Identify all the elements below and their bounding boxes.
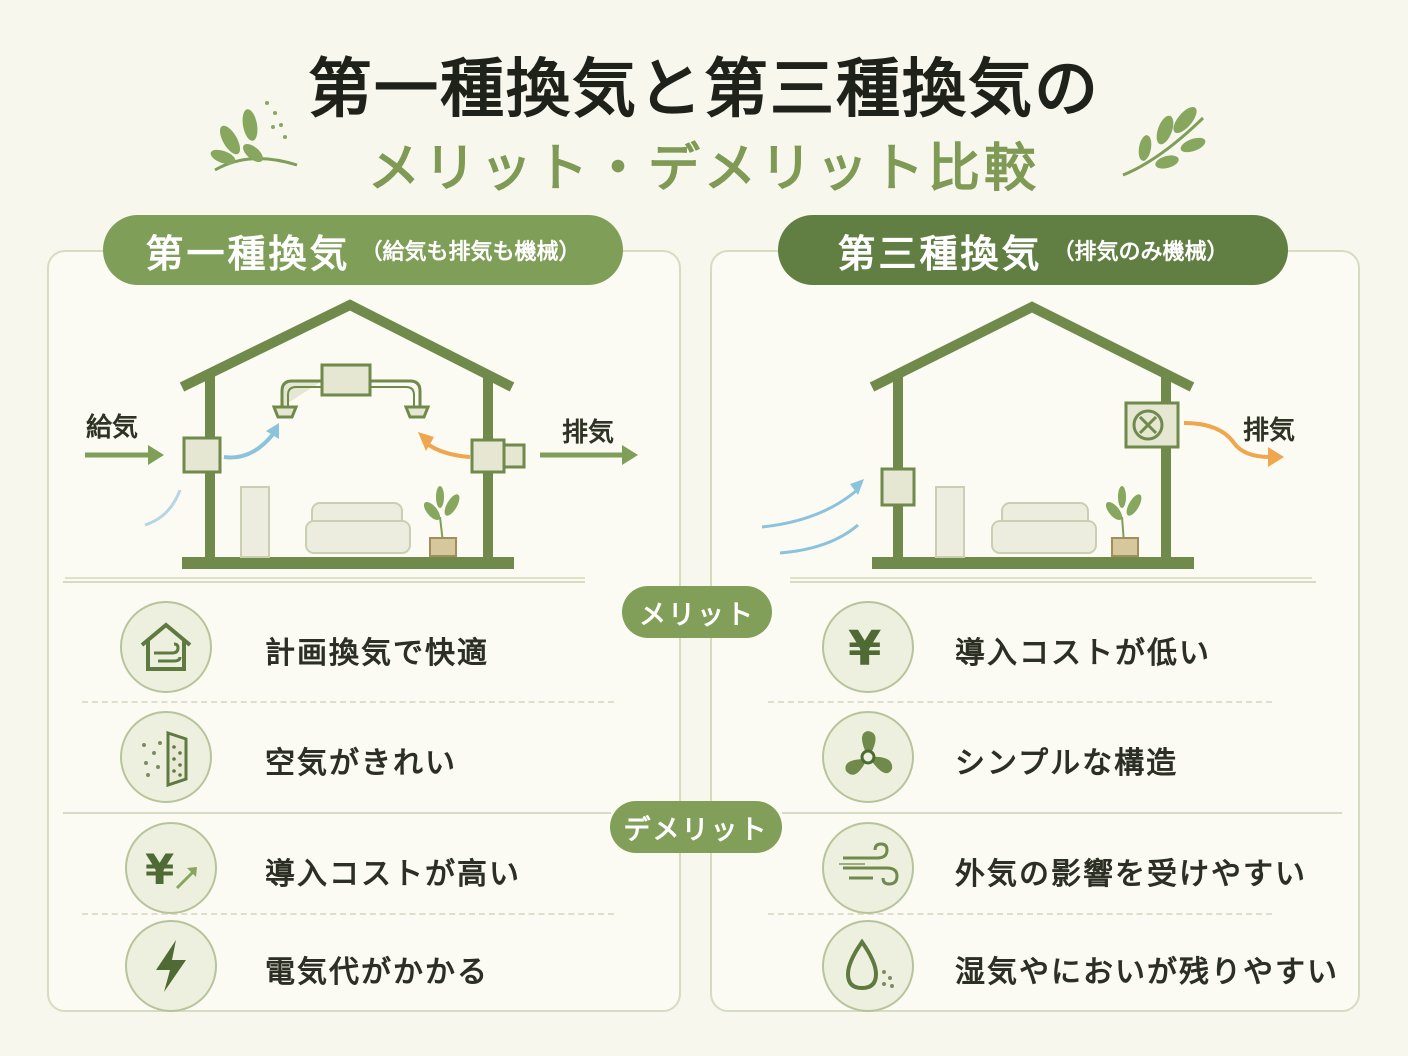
type3-demerit-2-text: 湿気やにおいが残りやすい — [955, 955, 1339, 990]
house-airflow-icon — [120, 601, 212, 693]
type1-exhaust-label: 排気 — [562, 418, 615, 448]
type1-demerit-1-text: 導入コストが高い — [265, 857, 521, 892]
page-subtitle: メリット・デメリット比較 — [367, 139, 1040, 199]
demerit-section-label: デメリット — [610, 801, 782, 853]
type1-merit-2-text: 空気がきれい — [265, 746, 457, 781]
page-title: 第一種換気と第三種換気の — [308, 53, 1100, 127]
type3-house-diagram — [761, 301, 1312, 579]
air-filter-icon — [120, 711, 212, 803]
type1-heading: 第一種換気 — [145, 231, 351, 276]
type3-exhaust-label: 排気 — [1243, 416, 1296, 446]
type3-panel — [710, 250, 1360, 1012]
fan-icon — [822, 711, 914, 803]
right-leaf-sprig-icon — [1122, 106, 1206, 177]
type3-heading-pill: 第三種換気 （排気のみ機械） — [778, 215, 1288, 285]
type3-merit-2-text: シンプルな構造 — [955, 746, 1179, 781]
svg-text:¥: ¥ — [848, 621, 881, 677]
type3-demerit-1-text: 外気の影響を受けやすい — [955, 857, 1307, 892]
type3-subheading: （排気のみ機械） — [1052, 240, 1229, 265]
lightning-bolt-icon — [125, 920, 217, 1012]
merit-section-label: メリット — [622, 586, 772, 638]
type1-house-diagram — [65, 299, 638, 579]
svg-text:¥: ¥ — [145, 845, 174, 894]
wind-icon — [822, 822, 914, 914]
water-drop-icon — [822, 920, 914, 1012]
type1-subheading: （給気も排気も機械） — [360, 240, 581, 265]
type1-heading-pill: 第一種換気 （給気も排気も機械） — [103, 215, 623, 285]
left-leaf-sprig-icon — [210, 101, 298, 172]
type3-heading: 第三種換気 — [837, 231, 1043, 276]
type3-merit-1-text: 導入コストが低い — [955, 636, 1211, 671]
yen-icon: ¥ — [822, 601, 914, 693]
type1-merit-1-text: 計画換気で快適 — [265, 636, 489, 671]
type1-demerit-2-text: 電気代がかかる — [265, 955, 489, 990]
type1-intake-label: 給気 — [86, 413, 139, 443]
yen-rising-icon: ¥ — [125, 822, 217, 914]
